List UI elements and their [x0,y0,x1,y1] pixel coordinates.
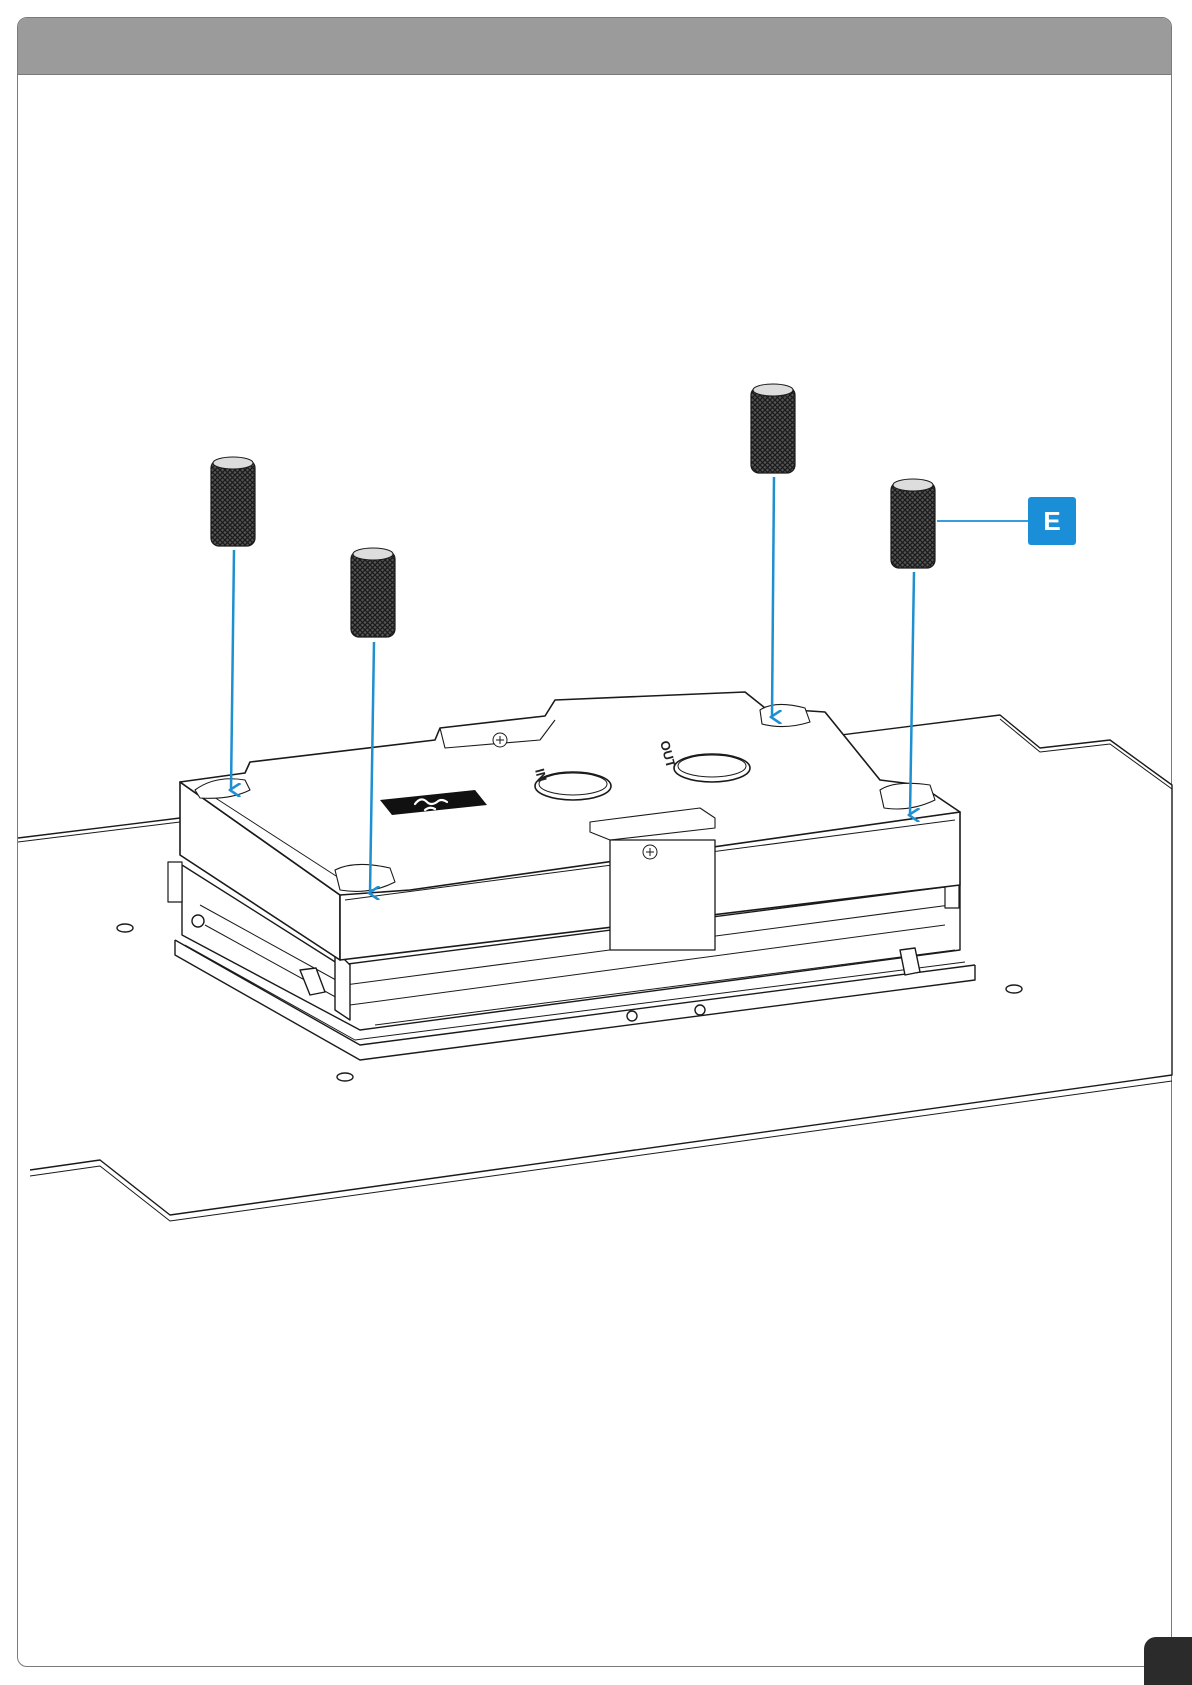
arrow-down [231,550,234,790]
knurled-standoff-icon [891,479,935,568]
knurled-standoff-icon [211,457,255,546]
callout-badge: E [1028,497,1076,545]
knurled-standoff-icon [351,548,395,637]
page-number-tab [1144,1637,1192,1685]
arrow-down [772,477,774,717]
knurled-standoff-icon [751,384,795,473]
